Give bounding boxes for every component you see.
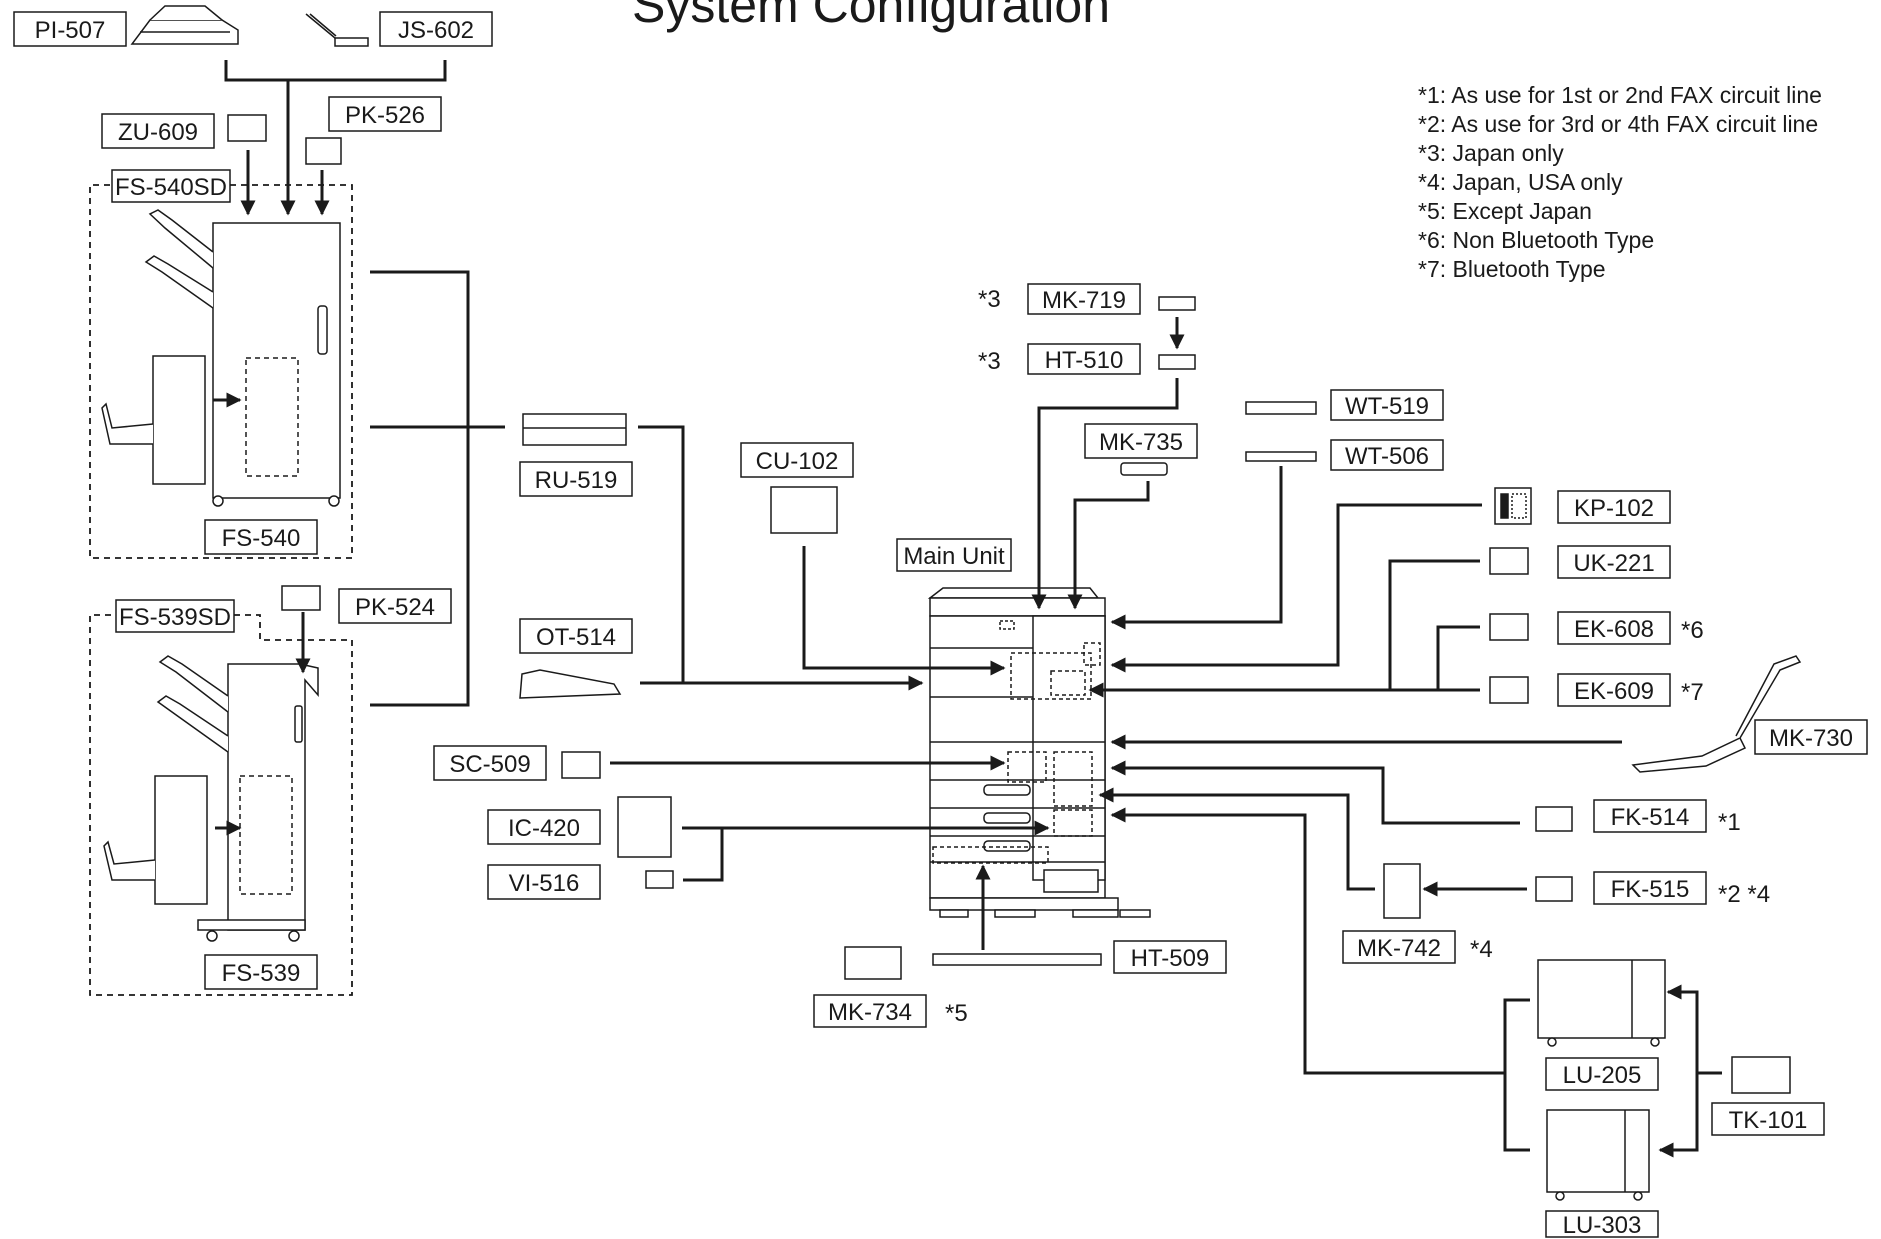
label-wt-519: WT-519	[1345, 393, 1429, 420]
label-tk-101: TK-101	[1729, 1107, 1808, 1134]
label-mk-719: MK-719	[1042, 287, 1126, 314]
note-7: *7: Bluetooth Type	[1418, 256, 1606, 282]
note-3: *3: Japan only	[1418, 140, 1564, 166]
diagram-title: System Configuration	[632, 0, 1110, 33]
footnote-ht-510: *3	[978, 348, 1001, 375]
lu-205-icon	[1537, 959, 1666, 1047]
label-ek-609: EK-609	[1574, 678, 1654, 705]
fs-539-finisher-icon	[103, 655, 319, 942]
mk-730-icon	[1631, 655, 1802, 773]
fk-514-icon	[1535, 806, 1573, 832]
label-pk-526: PK-526	[345, 102, 425, 129]
mk-734-icon	[844, 946, 902, 980]
label-pi-507: PI-507	[35, 17, 106, 44]
label-mk-742: MK-742	[1357, 935, 1441, 962]
label-sc-509: SC-509	[449, 751, 530, 778]
note-5: *5: Except Japan	[1418, 198, 1592, 224]
label-fs-540: FS-540	[222, 525, 301, 552]
js-602-icon	[305, 13, 369, 47]
footnote-mk-734: *5	[945, 1000, 968, 1027]
label-zu-609: ZU-609	[118, 119, 198, 146]
label-mk-730: MK-730	[1769, 725, 1853, 752]
footnote-mk-742: *4	[1470, 936, 1493, 963]
mk-735-icon	[1120, 462, 1168, 476]
label-mk-735: MK-735	[1099, 429, 1183, 456]
wt-506-icon	[1245, 451, 1317, 462]
pi-507-icon	[130, 5, 239, 45]
vi-516-icon	[645, 870, 674, 889]
note-6: *6: Non Bluetooth Type	[1418, 227, 1654, 253]
label-ht-509: HT-509	[1131, 945, 1210, 972]
ru-519-icon	[522, 413, 627, 446]
ot-514-icon	[519, 669, 622, 699]
label-ot-514: OT-514	[536, 624, 616, 651]
label-fs-539: FS-539	[222, 960, 301, 987]
ht-510-icon	[1158, 354, 1196, 370]
label-vi-516: VI-516	[509, 870, 580, 897]
mk-719-icon	[1158, 296, 1196, 311]
fs-539sd-enclosure	[89, 614, 353, 996]
footnote-mk-719: *3	[978, 286, 1001, 313]
kp-102-icon	[1494, 487, 1532, 525]
label-lu-303: LU-303	[1563, 1212, 1642, 1239]
pk-524-icon	[281, 585, 321, 611]
ek-609-icon	[1489, 676, 1529, 704]
pk-526-icon	[305, 137, 342, 165]
fs-540sd-enclosure	[89, 184, 353, 559]
fk-515-icon	[1535, 876, 1573, 902]
label-fs-539sd: FS-539SD	[119, 604, 231, 631]
label-fs-540sd: FS-540SD	[115, 174, 227, 201]
ht-509-icon	[932, 953, 1102, 966]
label-pk-524: PK-524	[355, 594, 435, 621]
mk-742-icon	[1383, 863, 1421, 919]
zu-609-icon	[227, 114, 267, 142]
footnote-ek-609: *7	[1681, 679, 1704, 706]
cu-102-icon	[770, 486, 838, 534]
fs-540-finisher-icon	[101, 209, 341, 507]
label-kp-102: KP-102	[1574, 495, 1654, 522]
label-js-602: JS-602	[398, 17, 474, 44]
wt-519-icon	[1245, 401, 1317, 415]
label-fk-515: FK-515	[1611, 876, 1690, 903]
label-ic-420: IC-420	[508, 815, 580, 842]
uk-221-icon	[1489, 547, 1529, 575]
label-main-unit: Main Unit	[903, 543, 1005, 570]
note-4: *4: Japan, USA only	[1418, 169, 1623, 195]
ic-420-icon	[617, 796, 672, 858]
tk-101-icon	[1731, 1056, 1791, 1094]
label-ek-608: EK-608	[1574, 616, 1654, 643]
sc-509-icon	[561, 751, 601, 779]
main-unit-icon	[927, 587, 1151, 918]
footnote-fk-514: *1	[1718, 809, 1741, 836]
footnote-fk-515: *2 *4	[1718, 881, 1770, 908]
lu-303-icon	[1546, 1109, 1650, 1201]
label-fk-514: FK-514	[1611, 804, 1690, 831]
note-2: *2: As use for 3rd or 4th FAX circuit li…	[1418, 111, 1818, 137]
footnote-legend: *1: As use for 1st or 2nd FAX circuit li…	[1418, 82, 1822, 282]
label-cu-102: CU-102	[756, 448, 839, 475]
label-ru-519: RU-519	[535, 467, 618, 494]
label-uk-221: UK-221	[1573, 550, 1654, 577]
label-lu-205: LU-205	[1563, 1062, 1642, 1089]
label-ht-510: HT-510	[1045, 347, 1124, 374]
label-wt-506: WT-506	[1345, 443, 1429, 470]
footnote-ek-608: *6	[1681, 617, 1704, 644]
label-mk-734: MK-734	[828, 999, 912, 1026]
note-1: *1: As use for 1st or 2nd FAX circuit li…	[1418, 82, 1822, 108]
ek-608-icon	[1489, 613, 1529, 641]
